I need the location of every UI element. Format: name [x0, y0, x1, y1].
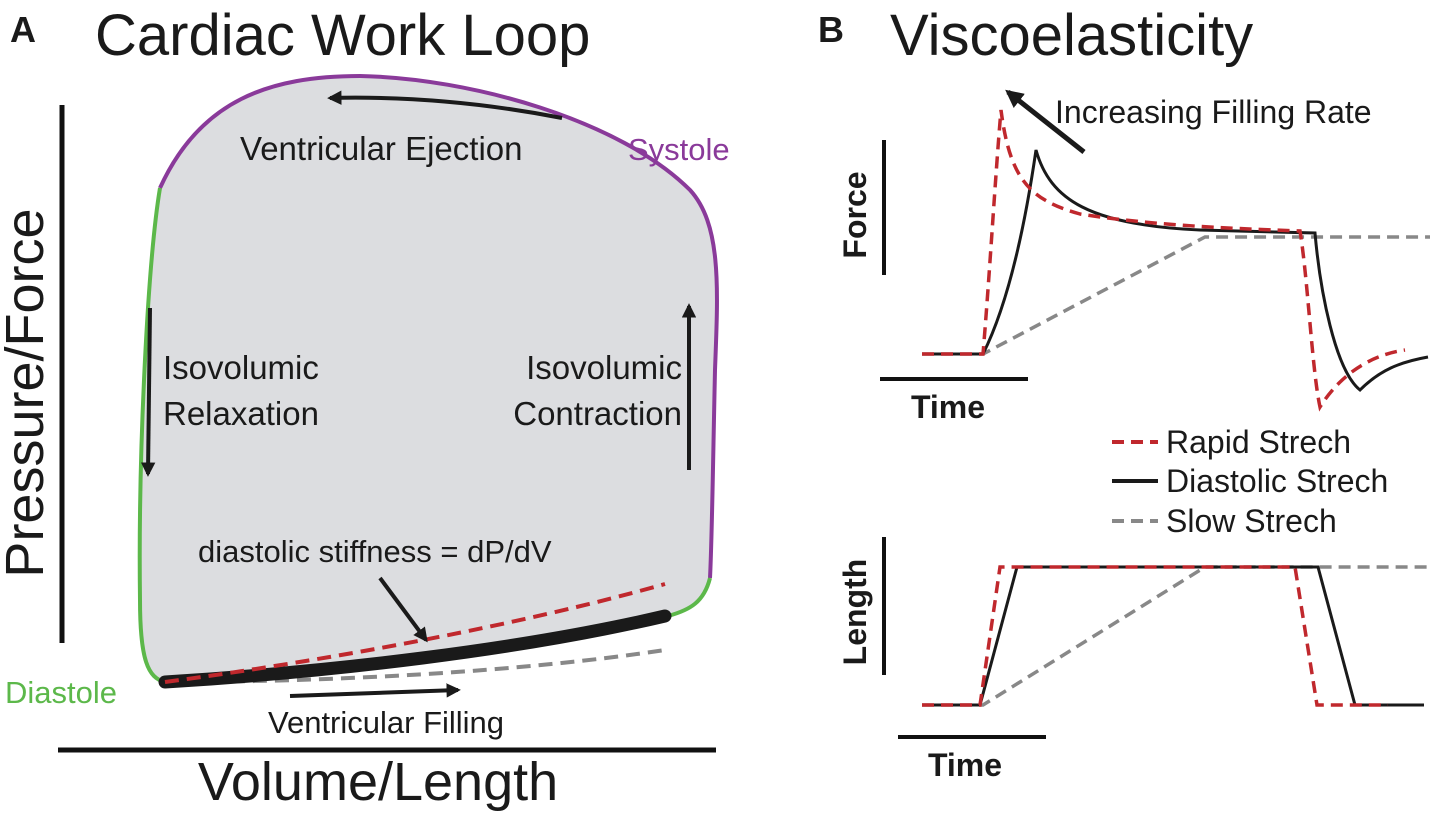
- panel-a: A Cardiac Work Loop Pressure/Force Volum…: [0, 3, 730, 812]
- y-axis-label: Pressure/Force: [0, 208, 55, 577]
- legend: Rapid Strech Diastolic Strech Slow Strec…: [1112, 424, 1388, 539]
- diastole-curve-left: [137, 187, 166, 684]
- legend-label-diastolic: Diastolic Strech: [1166, 463, 1388, 499]
- relaxation-label-line2: Relaxation: [163, 395, 319, 432]
- diastolic-filling-curve: [158, 609, 672, 689]
- work-loop-fill: [139, 76, 717, 682]
- panel-a-letter: A: [10, 9, 36, 50]
- relaxation-label-line1: Isovolumic: [163, 349, 319, 386]
- ejection-arrow: [327, 90, 563, 120]
- filling-arrow: [289, 683, 461, 698]
- force-diastolic-curve: [922, 149, 1429, 393]
- filling-rate-arrow: [1005, 89, 1086, 154]
- systole-label: Systole: [628, 132, 730, 167]
- force-slow-curve: [922, 235, 1430, 356]
- relaxation-arrow: [140, 307, 156, 477]
- legend-label-slow: Slow Strech: [1166, 503, 1337, 539]
- legend-label-rapid: Rapid Strech: [1166, 424, 1351, 460]
- panel-a-title: Cardiac Work Loop: [95, 3, 590, 68]
- filling-rate-label: Increasing Filling Rate: [1055, 94, 1372, 130]
- filling-label: Ventricular Filling: [268, 705, 504, 740]
- contraction-label-line2: Contraction: [513, 395, 682, 432]
- stiffness-pointer-arrow: [378, 576, 428, 643]
- length-label: Length: [837, 559, 873, 666]
- contraction-label-line1: Isovolumic: [526, 349, 682, 386]
- panel-b-title: Viscoelasticity: [890, 3, 1253, 68]
- force-rapid-curve: [922, 109, 1406, 412]
- diastole-label: Diastole: [5, 675, 117, 710]
- length-rapid-curve: [922, 565, 1388, 707]
- time-label-top: Time: [911, 389, 985, 425]
- x-axis-label: Volume/Length: [198, 752, 558, 812]
- time-label-bottom: Time: [928, 747, 1002, 783]
- rapid-filling-curve: [164, 582, 666, 684]
- panel-b: B Viscoelasticity Increasing Filling Rat…: [818, 3, 1430, 783]
- ejection-label: Ventricular Ejection: [240, 130, 522, 167]
- stiffness-label: diastolic stiffness = dP/dV: [198, 534, 552, 569]
- diastole-curve-right: [667, 577, 712, 618]
- systole-curve: [158, 73, 719, 579]
- panel-b-letter: B: [818, 9, 844, 50]
- force-label: Force: [837, 171, 873, 258]
